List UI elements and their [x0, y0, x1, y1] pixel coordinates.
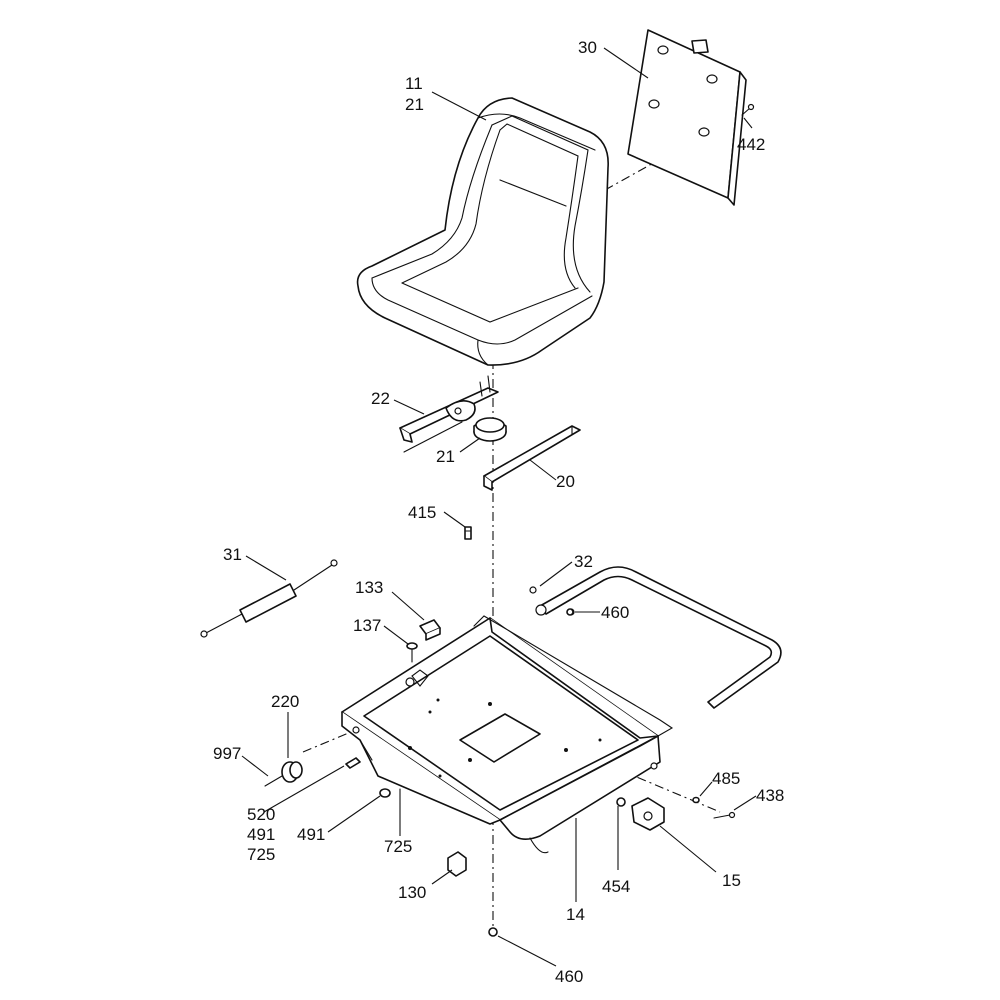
callout-438: 438 — [756, 786, 784, 805]
latch-clip-133 — [419, 619, 441, 641]
block-130 — [447, 851, 467, 877]
leader-lines — [241, 47, 757, 967]
callout-20: 20 — [556, 472, 575, 491]
callout-15: 15 — [722, 871, 741, 890]
washer-491 — [379, 788, 391, 798]
adjust-knob-220 — [264, 761, 303, 787]
callout-485: 485 — [712, 769, 740, 788]
callout-460-handle: 460 — [601, 603, 629, 622]
callout-415: 415 — [408, 503, 436, 522]
bracket-15 — [631, 797, 665, 831]
seat-slide-lever — [399, 375, 499, 453]
seat-slide-rail — [483, 425, 581, 491]
callout-220: 220 — [271, 692, 299, 711]
nut-460-bottom — [488, 927, 498, 937]
seat-shell — [356, 97, 609, 366]
callout-491: 491 — [297, 825, 325, 844]
knob-137 — [406, 642, 418, 663]
screw-442 — [741, 103, 755, 116]
callout-725: 725 — [384, 837, 412, 856]
callout-21-seat: 21 — [405, 95, 424, 114]
callout-520: 520 — [247, 805, 275, 824]
callout-460-bottom: 460 — [555, 967, 583, 986]
callout-137: 137 — [353, 616, 381, 635]
nut-454 — [616, 797, 626, 807]
callout-22: 22 — [371, 389, 390, 408]
callout-454: 454 — [602, 877, 630, 896]
bolt-438 — [713, 811, 736, 819]
callout-997: 997 — [213, 744, 241, 763]
callout-442: 442 — [737, 135, 765, 154]
callout-14: 14 — [566, 905, 585, 924]
swivel-plate — [473, 417, 507, 442]
callout-30: 30 — [578, 38, 597, 57]
seat-base-frame — [341, 615, 674, 854]
callout-32: 32 — [574, 552, 593, 571]
backrest-cushion — [627, 29, 747, 206]
nut-460-handle — [566, 608, 574, 616]
callout-labels: 11 21 30 442 22 21 20 415 31 32 460 133 … — [213, 38, 784, 986]
callout-31: 31 — [223, 545, 242, 564]
bolt-415 — [464, 526, 472, 540]
callout-11: 11 — [405, 74, 423, 93]
gas-spring — [200, 559, 338, 638]
pin-520 — [345, 757, 361, 769]
washer-485 — [692, 796, 700, 804]
callout-133: 133 — [355, 578, 383, 597]
callout-725-group: 725 — [247, 845, 275, 864]
callout-491-group: 491 — [247, 825, 275, 844]
bracket-axis-line — [619, 769, 721, 813]
callout-130: 130 — [398, 883, 426, 902]
callout-21-plate: 21 — [436, 447, 455, 466]
